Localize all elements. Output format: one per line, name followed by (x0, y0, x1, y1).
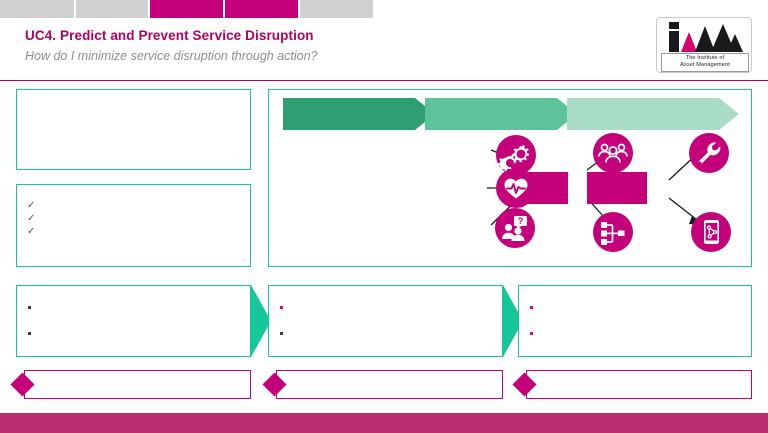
check-icon: ✓ (27, 225, 36, 237)
list-item[interactable] (530, 328, 539, 354)
heart-pulse-icon[interactable] (496, 168, 536, 208)
process-step-1-bullets (28, 302, 37, 354)
process-step-3-bullets (530, 302, 539, 354)
process-step-1[interactable] (16, 285, 251, 357)
process-step-3[interactable] (518, 285, 752, 357)
progress-segment-2[interactable] (76, 0, 148, 18)
wrench-icon[interactable] (689, 133, 729, 173)
header-divider (0, 80, 768, 82)
bullet-dot-icon (530, 306, 533, 309)
list-item[interactable] (280, 328, 289, 354)
outcome-box-3[interactable] (526, 370, 752, 399)
phase-chevron-2 (425, 98, 577, 130)
checklist-item[interactable]: ✓ (27, 199, 39, 212)
iam-caption-line-2: Asset Management (680, 62, 730, 69)
hierarchy-icon[interactable] (593, 212, 633, 252)
progress-segment-1[interactable] (0, 0, 74, 18)
iam-logo-caption: The Institute of Asset Management (661, 53, 749, 72)
people-group-icon[interactable] (593, 133, 633, 173)
progress-segment-4[interactable] (225, 0, 298, 18)
bullet-dot-icon (28, 332, 31, 335)
list-item[interactable] (280, 302, 289, 328)
progress-segments (0, 0, 768, 18)
bullet-dot-icon (280, 306, 283, 309)
list-item[interactable] (28, 302, 37, 328)
bullet-dot-icon (28, 306, 31, 309)
gears-icon[interactable] (496, 135, 536, 175)
list-item[interactable] (28, 328, 37, 354)
phase-chevrons (283, 98, 739, 130)
checklist-item[interactable]: ✓ (27, 212, 39, 225)
bullet-dot-icon (530, 332, 533, 335)
phase-chevron-1 (283, 98, 435, 130)
iam-caption-line-1: The Institute of (685, 55, 725, 61)
process-block-right[interactable] (587, 172, 647, 204)
people-query-icon[interactable]: ? (495, 208, 535, 248)
check-icon: ✓ (27, 199, 36, 211)
page-title: UC4. Predict and Prevent Service Disrupt… (25, 28, 314, 43)
context-panel[interactable] (16, 89, 251, 170)
solution-diagram-panel[interactable]: ? (268, 89, 752, 267)
process-step-1-arrow-tip (251, 285, 271, 357)
process-step-2-bullets (280, 302, 289, 354)
progress-segment-5[interactable] (300, 0, 373, 18)
outcome-box-2[interactable] (276, 370, 503, 399)
check-icon: ✓ (27, 212, 36, 224)
iam-logo: The Institute of Asset Management (656, 17, 752, 73)
mobile-icon[interactable] (691, 212, 731, 252)
footer-bar (0, 413, 768, 433)
progress-segment-3[interactable] (150, 0, 223, 18)
iam-logo-mark (669, 22, 743, 52)
checklist-item[interactable]: ✓ (27, 225, 39, 238)
list-item[interactable] (530, 302, 539, 328)
process-step-2[interactable] (268, 285, 503, 357)
page-subtitle: How do I minimize service disruption thr… (25, 49, 318, 63)
phase-chevron-3 (567, 98, 739, 130)
checklist-panel[interactable]: ✓ ✓ ✓ (16, 184, 251, 267)
bullet-dot-icon (280, 332, 283, 335)
checklist: ✓ ✓ ✓ (27, 199, 39, 238)
outcome-box-1[interactable] (24, 370, 251, 399)
svg-text:?: ? (518, 216, 524, 226)
